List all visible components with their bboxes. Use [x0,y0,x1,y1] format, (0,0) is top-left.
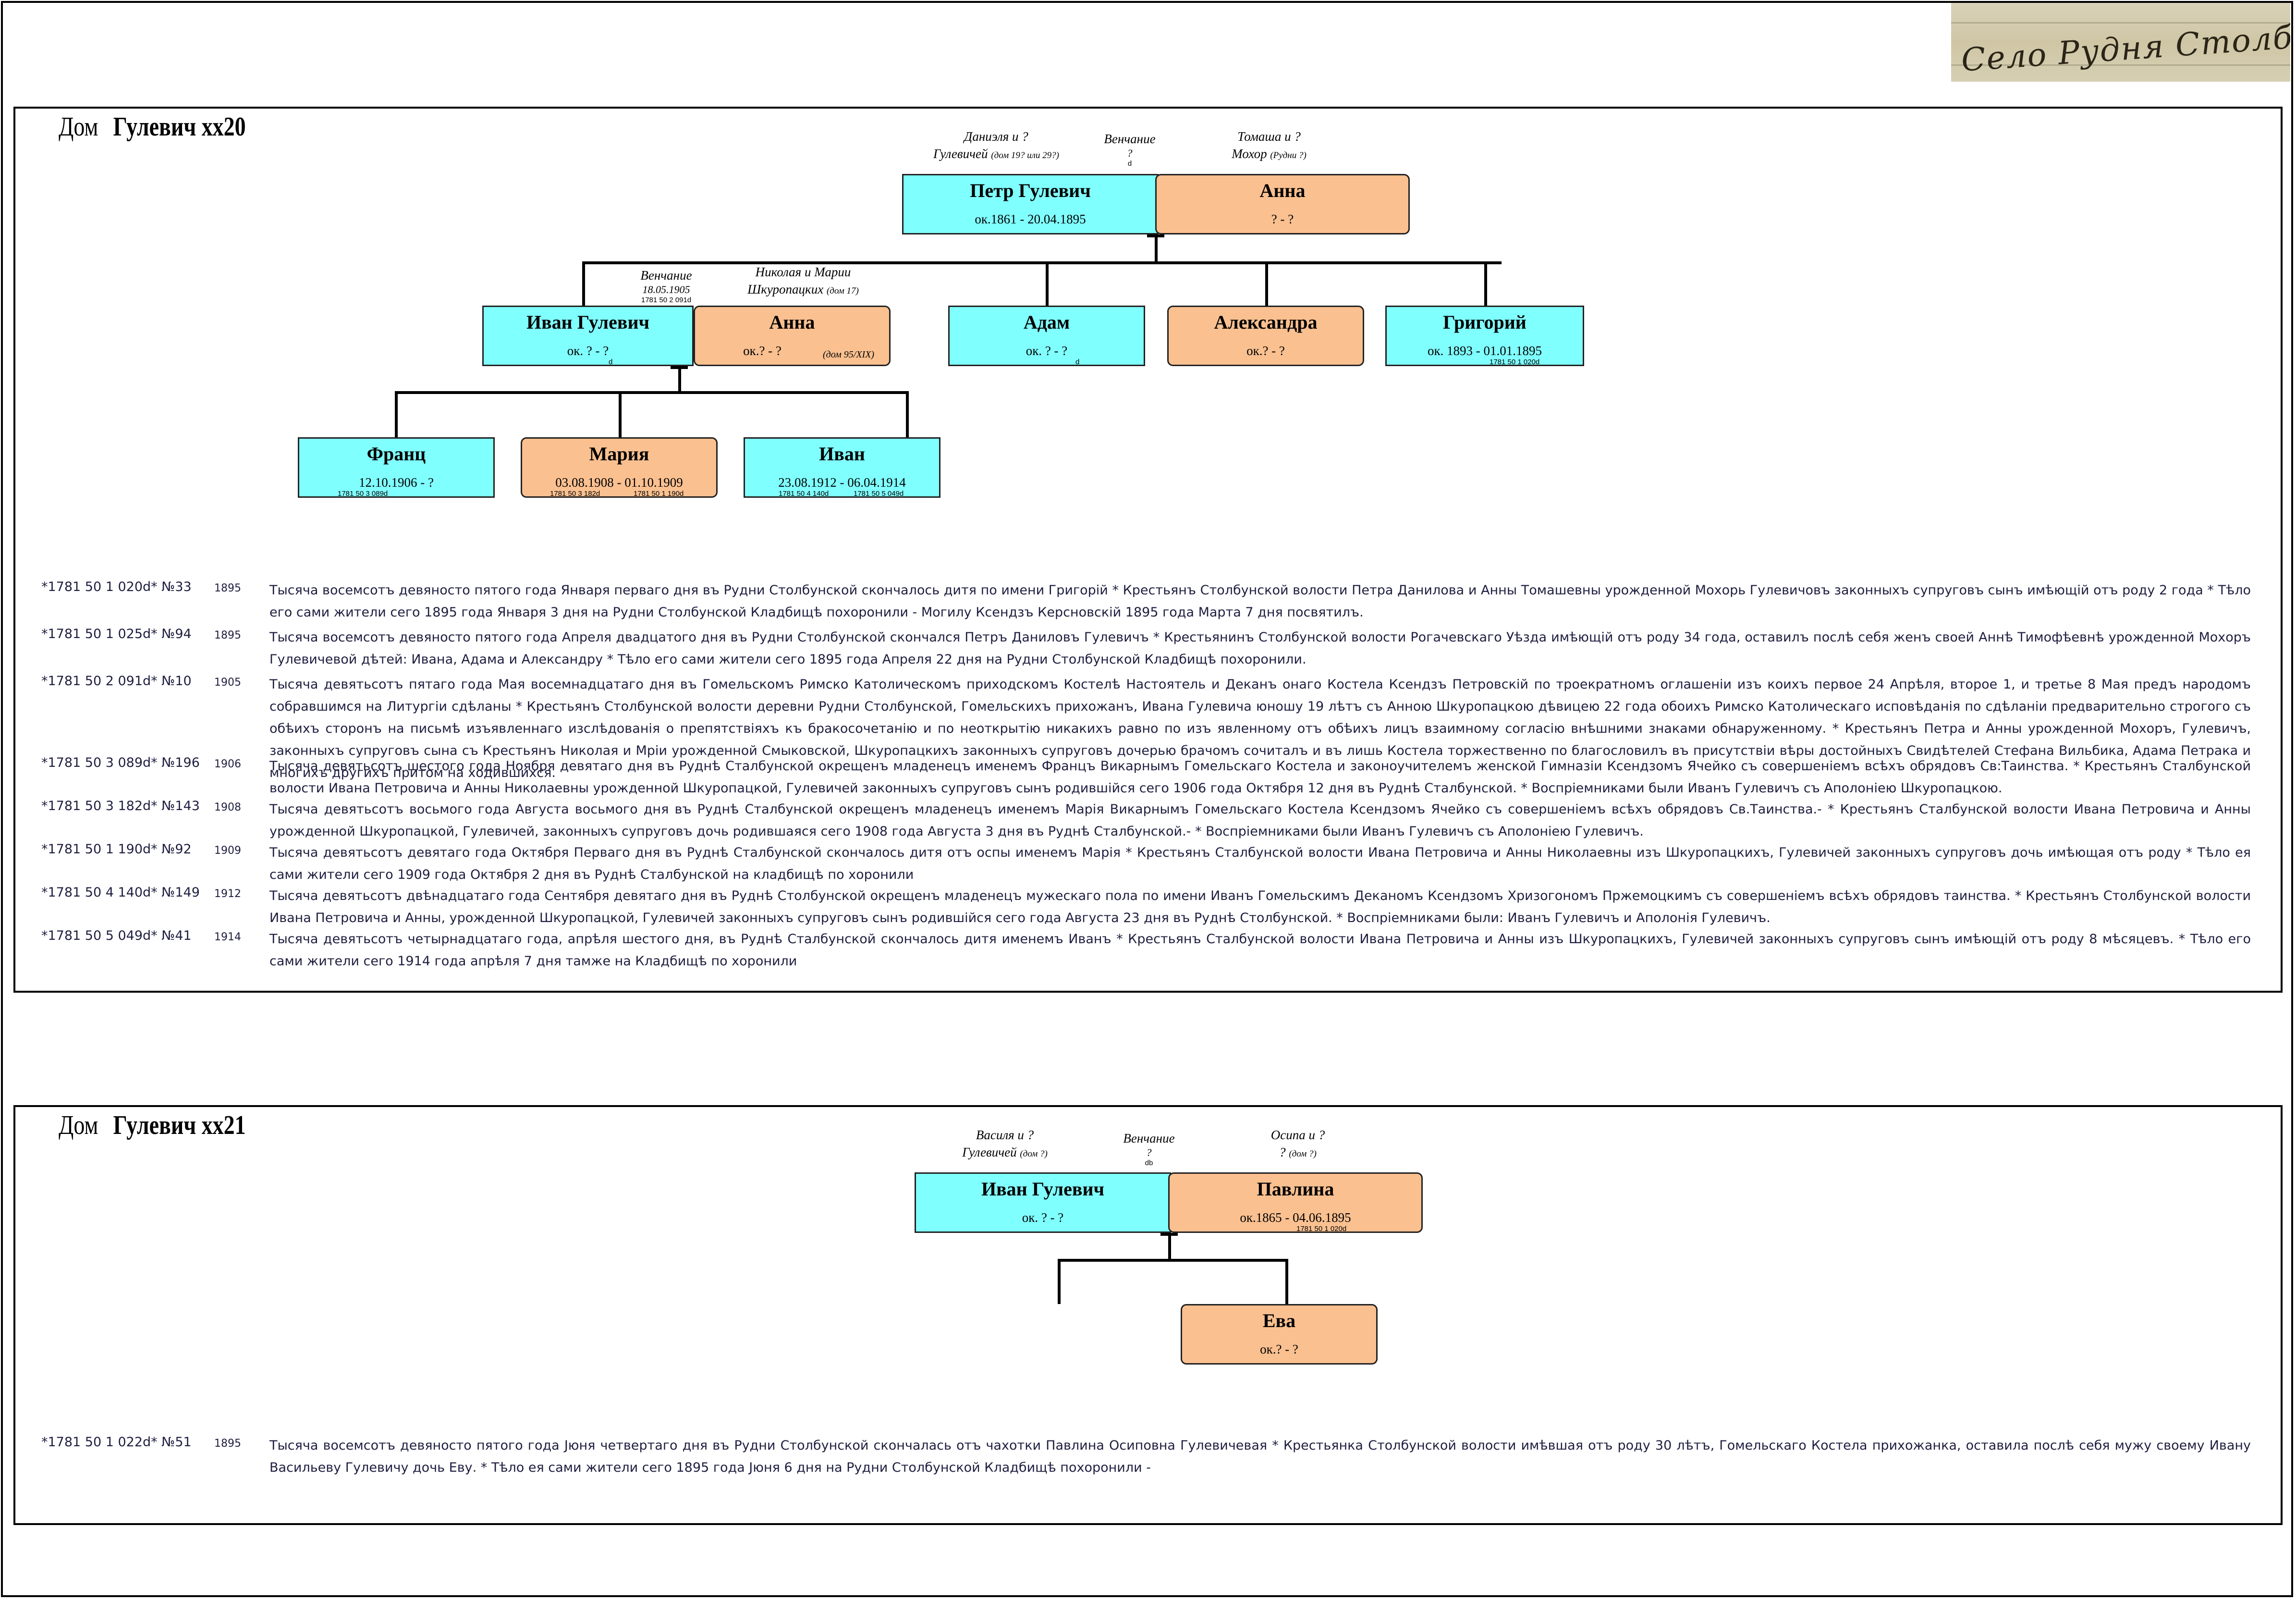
connector [1155,234,1158,262]
connector [906,391,909,437]
person-alexandra[interactable]: Александра ок.? - ? [1167,306,1364,366]
connector [619,391,622,437]
connector [671,366,688,369]
person-grigoriy[interactable]: Григорий ок. 1893 - 01.01.1895 1781 50 1… [1385,306,1584,366]
connector [1058,1259,1288,1262]
house-name: Гулевич xx21 [113,1110,246,1140]
pavlina-parents-note: Осипа и ? ? (дом ?) [1270,1128,1325,1159]
village-stamp-text: Село Рудня Столбунская [1960,10,2290,79]
wedding-note-ivan-pavlina: Венчание ? db [1123,1131,1175,1167]
person-petr-gulevich[interactable]: Петр Гулевич ок.1861 - 20.04.1895 [902,174,1159,234]
connector [1168,1233,1171,1260]
connector [582,261,1502,264]
person-ivan-gulevich[interactable]: Иван Гулевич ок. ? - ? [915,1172,1171,1233]
person-maria[interactable]: Мария 03.08.1908 - 01.10.1909 1781 50 3 … [521,437,718,498]
person-eva[interactable]: Ева ок.? - ? [1181,1304,1378,1365]
person-ivan-son[interactable]: Иван 23.08.1912 - 06.04.1914 1781 50 4 1… [744,437,940,498]
connector [1285,1259,1288,1304]
house-title: Дом Гулевич xx21 [59,1110,246,1141]
person-anna-wife-ivan[interactable]: Анна ок.? - ? (дом 95/XIX) [694,306,891,366]
connector [1046,261,1049,306]
connector [582,261,585,306]
connector [395,391,398,437]
person-pavlina[interactable]: Павлина ок.1865 - 04.06.1895 1781 50 1 0… [1168,1172,1423,1233]
person-adam[interactable]: Адам ок. ? - ? d [948,306,1145,366]
connector [678,366,681,392]
connector [1160,1233,1178,1236]
anna2-parents-note: Николая и Марии Шкуропацких (дом 17) [747,265,859,296]
wedding-note-petr-anna: Венчание ? d [1104,132,1156,168]
connector [1058,1259,1061,1304]
wedding-note-ivan-anna: Венчание 18.05.1905 1781 50 2 091d [640,268,692,304]
person-franc[interactable]: Франц 12.10.1906 - ? 1781 50 3 089d [298,437,495,498]
house-title: Дом Гулевич xx20 [59,111,246,142]
person-ivan-gulevich[interactable]: Иван Гулевич ок. ? - ? d [482,306,694,366]
connector [1147,234,1164,237]
anna-parents-note: Томаша и ? Мохор (Рудни ?) [1232,129,1307,161]
ivan-parents-note: Василя и ? Гулевичей (дом ?) [962,1128,1048,1159]
connector [1265,261,1268,306]
person-anna-wife-petr[interactable]: Анна ? - ? [1155,174,1410,234]
petr-parents-note: Даниэля и ? Гулевичей (дом 19? или 29?) [933,129,1059,161]
house-label: Дом [59,112,98,142]
house-name: Гулевич xx20 [113,112,246,142]
house-xx20: Дом Гулевич xx20 Даниэля и ? Гулевичей (д… [13,107,2283,993]
village-stamp-image: Село Рудня Столбунская [1951,3,2290,82]
house-label: Дом [59,1110,98,1140]
connector [395,391,909,394]
house-xx21: Дом Гулевич xx21 Василя и ? Гулевичей (до… [13,1105,2283,1525]
connector [1484,261,1487,306]
